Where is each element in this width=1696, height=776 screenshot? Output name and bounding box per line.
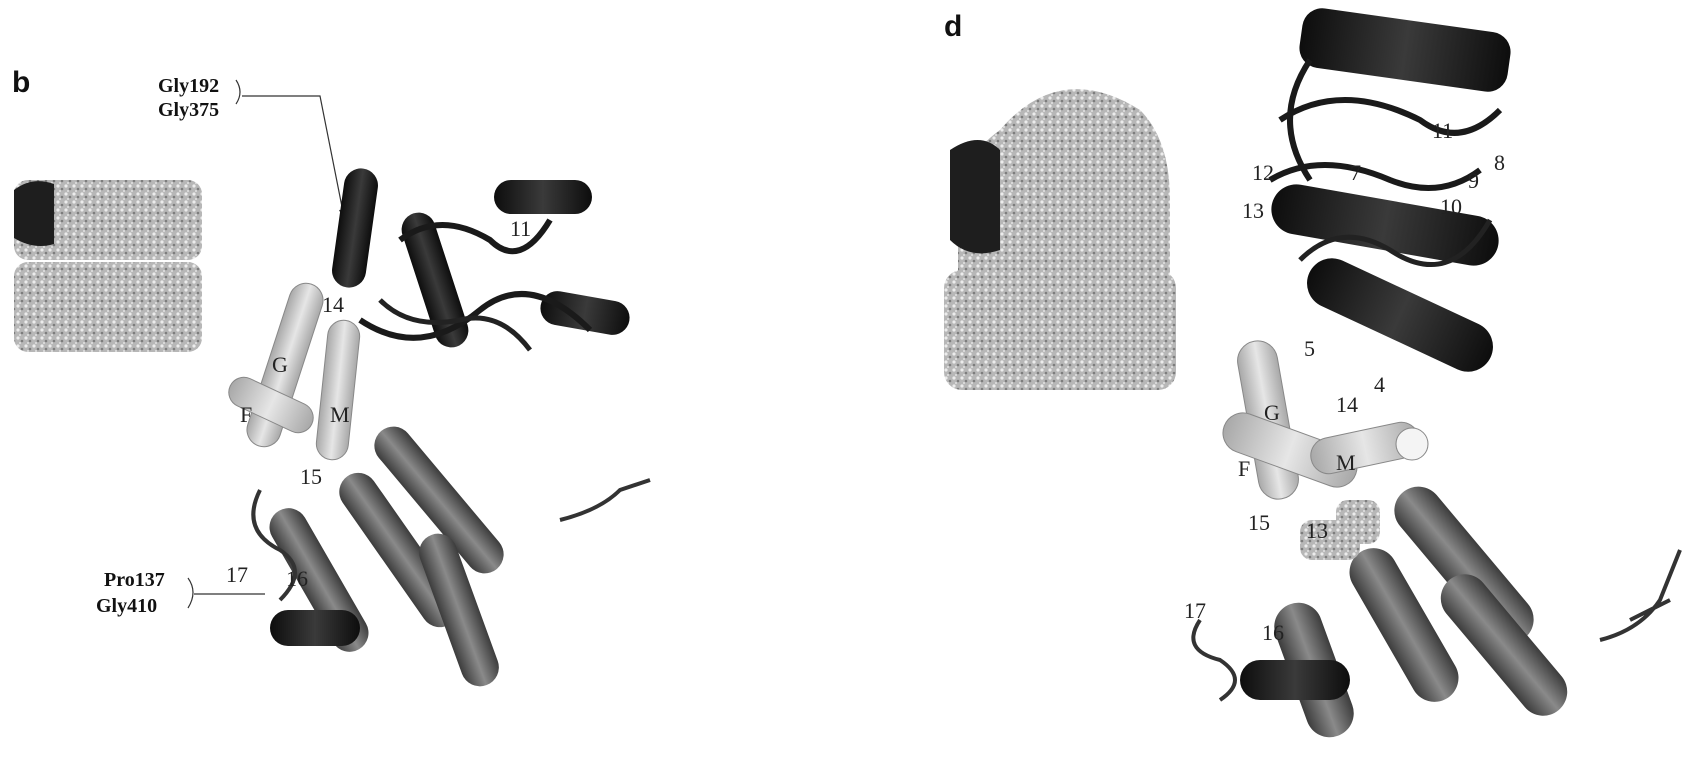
num-d-4: 4: [1374, 372, 1385, 397]
num-b-15: 15: [300, 464, 322, 489]
annotation-top-line2: Gly375: [158, 99, 219, 121]
num-d-8: 8: [1494, 150, 1505, 175]
helix-label-m-d: M: [1336, 450, 1356, 475]
panel-d: d G F M: [944, 6, 1680, 744]
panel-letter-b: b: [12, 66, 30, 99]
annotation-top-line1: Gly192: [158, 75, 219, 97]
helix-label-f-d: F: [1238, 456, 1250, 481]
num-d-13b: 13: [1306, 518, 1328, 543]
annotation-bottom-line2: Gly410: [96, 595, 157, 617]
num-d-11: 11: [1432, 118, 1453, 143]
num-d-16: 16: [1262, 620, 1284, 645]
num-d-7: 7: [1350, 160, 1361, 185]
num-b-16: 16: [286, 566, 308, 591]
surface-model-d: [944, 89, 1176, 390]
num-d-13: 13: [1242, 198, 1264, 223]
num-b-14: 14: [322, 292, 344, 317]
panel-b: b Gly192 Gly375 Pro137 Gly410: [12, 66, 650, 692]
num-d-14: 14: [1336, 392, 1358, 417]
mid-domain-b: [253, 419, 650, 692]
light-helices-d: G F M: [1217, 338, 1428, 503]
num-d-5: 5: [1304, 336, 1315, 361]
annotation-bottom-line1: Pro137: [104, 569, 165, 591]
num-d-15: 15: [1248, 510, 1270, 535]
panel-letter-d: d: [944, 10, 962, 43]
num-b-17: 17: [226, 562, 248, 587]
helix-label-g-b: G: [272, 352, 288, 377]
helix-label-m-b: M: [330, 402, 350, 427]
num-b-11: 11: [510, 216, 531, 241]
helix-label-g-d: G: [1264, 400, 1280, 425]
helix-label-f-b: F: [240, 402, 252, 427]
num-d-10: 10: [1440, 194, 1462, 219]
num-d-9: 9: [1468, 168, 1479, 193]
surface-model-b: [14, 180, 202, 352]
num-d-12: 12: [1252, 160, 1274, 185]
num-d-17: 17: [1184, 598, 1206, 623]
annotation-top-leader: [242, 96, 345, 222]
dark-domain-b: [330, 166, 632, 352]
